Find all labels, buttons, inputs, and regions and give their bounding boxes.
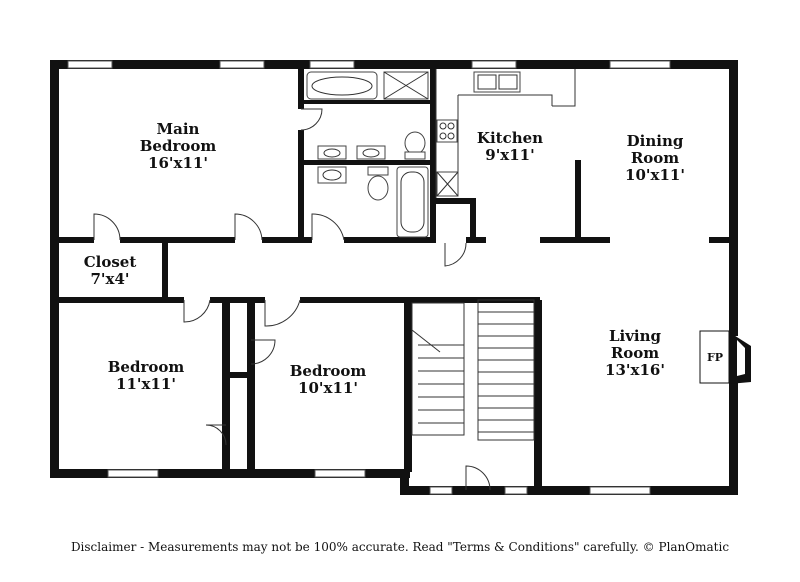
room-bedroom-middle: Bedroom 10'x11': [290, 362, 367, 397]
room-dining: Dining Room 10'x11': [625, 132, 685, 184]
dining-name-line1: Dining: [627, 132, 684, 150]
living-name-line1: Living: [609, 327, 662, 345]
disclaimer-text: Disclaimer - Measurements may not be 100…: [70, 540, 730, 554]
room-kitchen: Kitchen 9'x11': [477, 129, 543, 164]
fireplace: FP: [699, 330, 751, 384]
kitchen-size: 9'x11': [485, 146, 534, 164]
room-living: Living Room 13'x16': [605, 327, 665, 379]
windows: [67, 60, 671, 495]
bedroom-middle-name: Bedroom: [290, 362, 367, 380]
room-main-bedroom: Main Bedroom 16'x11': [140, 120, 217, 172]
bedroom-middle-size: 10'x11': [298, 379, 358, 397]
exterior-walls: [50, 60, 738, 495]
main-bedroom-name-line2: Bedroom: [140, 137, 217, 155]
interior-walls: [59, 69, 731, 472]
closet-name: Closet: [84, 253, 137, 271]
doors: [93, 108, 491, 491]
bathroom-fixtures: [306, 71, 429, 238]
main-bedroom-size: 16'x11': [148, 154, 208, 172]
dining-name-line2: Room: [631, 149, 679, 167]
bedroom-left-size: 11'x11': [116, 375, 176, 393]
room-bedroom-left: Bedroom 11'x11': [108, 358, 185, 393]
dining-size: 10'x11': [625, 166, 685, 184]
closet-size: 7'x4': [90, 270, 129, 288]
living-name-line2: Room: [611, 344, 659, 362]
fireplace-label: FP: [707, 351, 723, 364]
living-size: 13'x16': [605, 361, 665, 379]
floor-plan: FP: [50, 60, 751, 495]
stairs: [411, 299, 535, 441]
kitchen-fixtures: [435, 69, 576, 198]
bedroom-left-name: Bedroom: [108, 358, 185, 376]
main-bedroom-name-line1: Main: [157, 120, 200, 138]
room-closet: Closet 7'x4': [84, 253, 137, 288]
kitchen-name: Kitchen: [477, 129, 543, 147]
